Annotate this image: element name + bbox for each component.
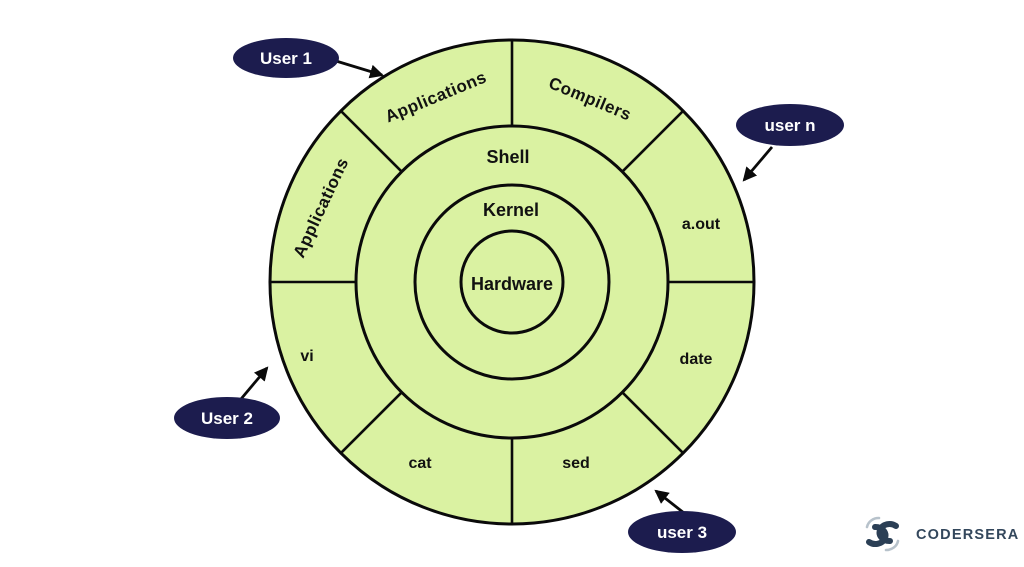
segment-label-aout: a.out bbox=[682, 216, 721, 233]
divider-bottom-right bbox=[621, 391, 685, 455]
kernel-label: Kernel bbox=[483, 200, 539, 220]
codersera-logo-icon bbox=[865, 516, 900, 552]
segment-dividers bbox=[270, 40, 754, 524]
user2-badge-group: User 2 bbox=[174, 366, 280, 439]
user1-badge-group: User 1 bbox=[233, 38, 385, 79]
segment-label-vi: vi bbox=[300, 348, 313, 365]
user2-badge bbox=[174, 397, 280, 439]
segment-label-cat: cat bbox=[408, 455, 432, 472]
usern-badge bbox=[736, 104, 844, 146]
user3-badge bbox=[628, 511, 736, 553]
user3-arrow bbox=[654, 489, 685, 515]
shell-label: Shell bbox=[486, 147, 529, 167]
codersera-logo-text: CODERSERA bbox=[916, 527, 1019, 543]
hardware-label: Hardware bbox=[471, 274, 553, 294]
divider-bottom-left bbox=[339, 391, 403, 455]
user2-arrow bbox=[239, 366, 269, 400]
divider-top-right bbox=[621, 109, 685, 173]
usern-label: user n bbox=[764, 116, 815, 135]
user1-badge bbox=[233, 38, 339, 78]
segment-label-sed: sed bbox=[562, 455, 590, 472]
usern-arrow bbox=[742, 146, 774, 182]
user1-arrow bbox=[335, 59, 385, 79]
user1-label: User 1 bbox=[260, 49, 312, 68]
codersera-logo: CODERSERA bbox=[865, 516, 1019, 552]
segment-label-date: date bbox=[680, 351, 713, 368]
usern-badge-group: user n bbox=[736, 104, 844, 182]
user2-label: User 2 bbox=[201, 409, 253, 428]
user3-label: user 3 bbox=[657, 523, 707, 542]
divider-top-left bbox=[339, 109, 403, 173]
user3-badge-group: user 3 bbox=[628, 489, 736, 553]
hardware-circle bbox=[459, 229, 565, 335]
